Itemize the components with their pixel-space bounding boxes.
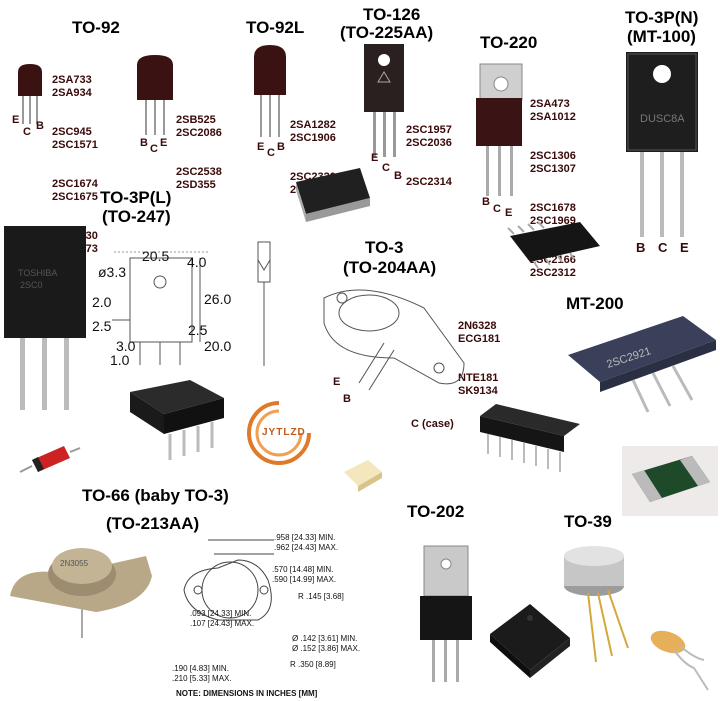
dip8-chip-image xyxy=(130,380,224,460)
to126-pin-b: B xyxy=(394,170,402,182)
to3pl-dim-e: 1.0 xyxy=(110,352,130,368)
smd-resistor-image xyxy=(622,446,718,516)
to66-dim-10: R .350 [8.89] xyxy=(290,660,336,669)
to66-dim-3: .570 [14.48] MIN. xyxy=(272,565,334,574)
to3-subtitle: (TO-204AA) xyxy=(343,258,437,277)
to66-dim-6: .093 [24.33] MIN. xyxy=(190,609,252,618)
mt200-transistor-image: 2SC2921 xyxy=(568,316,716,413)
to126-subtitle: (TO-225AA) xyxy=(340,23,434,42)
to3pl-transistor-image: TOSHIBA 2SC0 xyxy=(4,226,86,410)
to3pn-pin-e: E xyxy=(680,240,689,255)
to3pl-dimension-drawing xyxy=(112,251,210,365)
to66-subtitle: (TO-213AA) xyxy=(106,514,200,533)
to220-pin-e: E xyxy=(505,207,513,219)
to66-dim-11: .190 [4.83] MIN. xyxy=(172,664,229,673)
glass-diode-image xyxy=(19,446,81,473)
to126-pin-e: E xyxy=(371,152,379,164)
brand-logo-icon xyxy=(247,401,311,465)
to3pl-dim-a: 2.0 xyxy=(92,294,112,310)
brand-watermark: JYTLZD xyxy=(262,427,306,438)
to3pl-dim-height: 26.0 xyxy=(204,291,232,307)
to3-case-label: C (case) xyxy=(411,418,454,430)
to66-dim-5: R .145 [3.68] xyxy=(298,592,344,601)
smd-diode-image xyxy=(296,168,370,222)
to92b-pin-c: C xyxy=(150,143,158,155)
to66-dim-8: Ø .142 [3.61] MIN. xyxy=(292,634,358,643)
mt200-title: MT-200 xyxy=(566,294,624,313)
to66-dim-12: .210 [5.33] MAX. xyxy=(172,674,232,683)
to66-dim-2: .962 [24.43] MAX. xyxy=(274,543,339,552)
to66-note: NOTE: DIMENSIONS IN INCHES [MM] xyxy=(176,689,318,698)
to92l-transistor-image xyxy=(254,45,286,137)
to3pn-subtitle: (MT-100) xyxy=(627,27,696,46)
to92-pin-c: C xyxy=(23,126,31,138)
ceramic-fuse-image xyxy=(344,460,382,492)
to92b-transistor-image xyxy=(137,55,173,135)
to92-pin-b: B xyxy=(36,120,44,132)
to92b-pin-b: B xyxy=(140,137,148,149)
to3pl-dim-tab: 4.0 xyxy=(187,254,207,270)
to202-transistor-image xyxy=(420,545,472,682)
to66-dim-7: .107 [24.43] MAX. xyxy=(190,619,255,628)
plcc-chip-image xyxy=(490,604,570,678)
to220-pin-c: C xyxy=(493,203,501,215)
to39-title: TO-39 xyxy=(564,512,612,531)
to3pl-subtitle: (TO-247) xyxy=(102,207,171,226)
to3pl-dim-hole: ø3.3 xyxy=(98,264,127,280)
svg-text:TOSHIBA: TOSHIBA xyxy=(18,268,57,278)
dip14-chip-image xyxy=(480,404,580,472)
to3pl-dim-lead: 20.0 xyxy=(204,338,232,354)
to126-pin-c: C xyxy=(382,162,390,174)
to220-title: TO-220 xyxy=(480,33,538,52)
to92l-title: TO-92L xyxy=(246,18,305,37)
to3-title: TO-3 xyxy=(365,238,404,257)
to3pn-title: TO-3P(N) xyxy=(625,8,699,27)
to92b-pin-e: E xyxy=(160,137,168,149)
to66-dimension-drawing xyxy=(183,539,274,621)
svg-text:2SC0: 2SC0 xyxy=(20,280,43,290)
to3-pin-b: B xyxy=(343,393,351,405)
to3-pin-e: E xyxy=(333,376,341,388)
to126-transistor-image xyxy=(364,44,404,157)
to39-transistor-image xyxy=(564,546,629,663)
to92l-pin-c: C xyxy=(267,147,275,159)
ceramic-capacitor-image xyxy=(650,630,709,691)
svg-text:2N3055: 2N3055 xyxy=(60,559,89,568)
to3pl-side-view xyxy=(257,241,271,366)
svg-text:DUSC8A: DUSC8A xyxy=(640,113,685,125)
to92-pin-e: E xyxy=(12,114,20,126)
to3pn-transistor-image: DUSC8A xyxy=(626,52,698,237)
to3pl-title: TO-3P(L) xyxy=(100,188,172,207)
to3pl-dim-c: 2.5 xyxy=(188,322,208,338)
to3pl-dim-d: 3.0 xyxy=(116,338,136,354)
to3pl-dim-b: 2.5 xyxy=(92,318,112,334)
to220-pin-b: B xyxy=(482,196,490,208)
to3pn-pin-c: C xyxy=(658,240,668,255)
to126-title: TO-126 xyxy=(363,5,421,24)
to92-title: TO-92 xyxy=(72,18,120,37)
to66-dim-9: Ø .152 [3.86] MAX. xyxy=(292,644,361,653)
to92l-pin-b: B xyxy=(277,141,285,153)
to3pl-dim-width: 20.5 xyxy=(142,248,170,264)
to3-outline-drawing xyxy=(323,289,465,391)
to66-dim-1: .958 [24.33] MIN. xyxy=(274,533,336,542)
to3pn-pin-b: B xyxy=(636,240,646,255)
to220-transistor-image xyxy=(476,63,523,196)
to92l-pin-e: E xyxy=(257,141,265,153)
to92-transistor-image xyxy=(18,64,42,124)
to66-title: TO-66 (baby TO-3) xyxy=(82,486,229,505)
to66-dim-4: .590 [14.99] MAX. xyxy=(272,575,337,584)
to66-transistor-image: 2N3055 xyxy=(10,548,152,638)
soic-chip-image xyxy=(507,221,600,269)
to202-title: TO-202 xyxy=(407,502,465,521)
